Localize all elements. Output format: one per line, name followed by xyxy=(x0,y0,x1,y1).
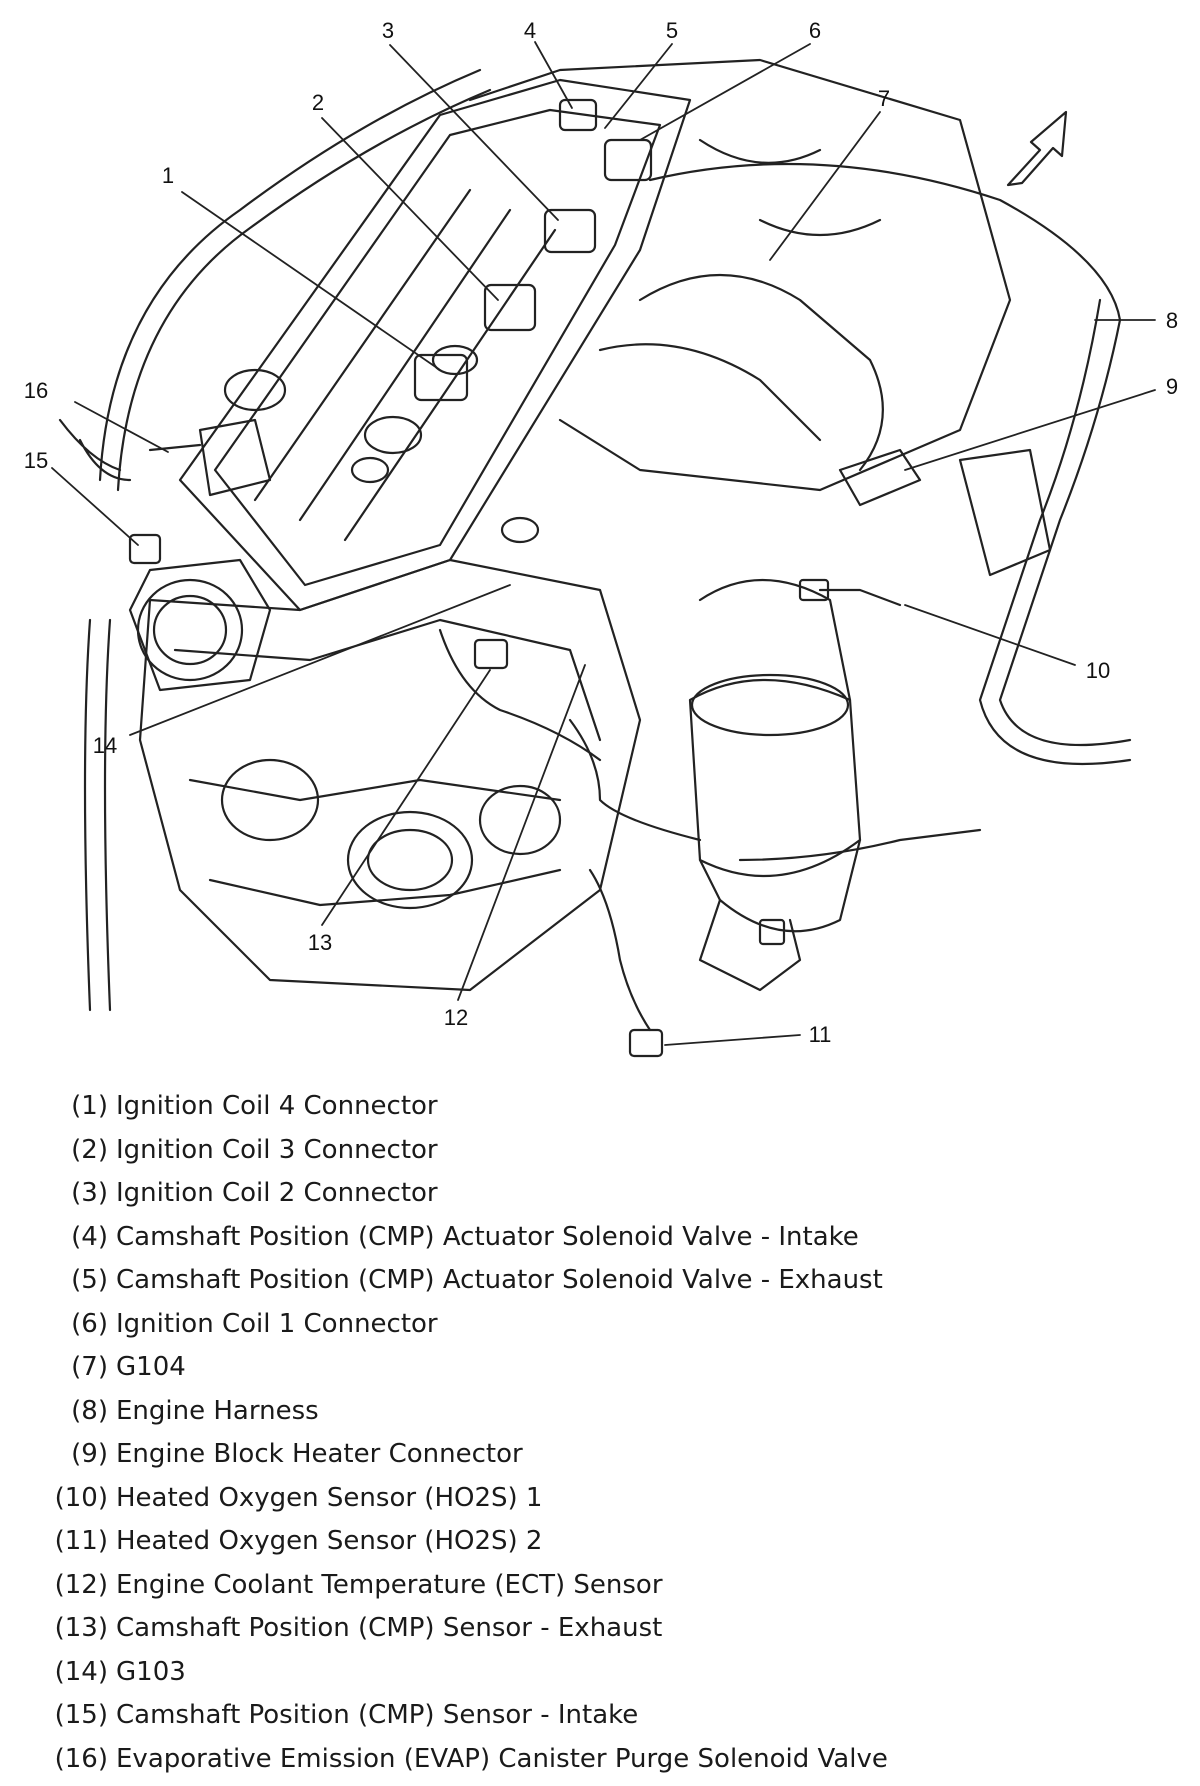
legend-item: (2) Ignition Coil 3 Connector xyxy=(40,1129,1160,1173)
callout-1: 1 xyxy=(162,163,174,188)
leader-line-6 xyxy=(639,43,811,141)
callout-2: 2 xyxy=(312,90,324,115)
legend-label: Ignition Coil 2 Connector xyxy=(116,1178,438,1208)
legend-item: (1) Ignition Coil 4 Connector xyxy=(40,1085,1160,1129)
leader-line-3 xyxy=(389,44,559,221)
leader-line-4 xyxy=(534,41,573,109)
callout-7: 7 xyxy=(878,86,890,111)
legend-number: (15) xyxy=(54,1700,108,1730)
legend-number: (14) xyxy=(54,1656,108,1687)
leader-line-9 xyxy=(904,389,1156,471)
legend-label: Camshaft Position (CMP) Actuator Solenoi… xyxy=(116,1221,859,1252)
callout-9: 9 xyxy=(1166,374,1178,399)
legend-item: (8) Engine Harness xyxy=(40,1390,1160,1434)
callout-11: 11 xyxy=(809,1022,832,1047)
legend-label: Camshaft Position (CMP) Sensor - Exhaust xyxy=(116,1613,663,1643)
leader-line-12 xyxy=(457,664,586,1001)
callout-6: 6 xyxy=(809,18,821,43)
component-legend: (1) Ignition Coil 4 Connector (2) Ignition… xyxy=(40,1085,1160,1781)
legend-label: Ignition Coil 4 Connector xyxy=(116,1091,438,1121)
callout-3: 3 xyxy=(382,18,394,43)
legend-number: (13) xyxy=(54,1613,108,1643)
callout-15: 15 xyxy=(24,448,48,473)
leader-line-16 xyxy=(74,401,169,453)
legend-number: (4) xyxy=(71,1221,108,1252)
legend-item: (14) G103 xyxy=(40,1651,1160,1695)
leader-line-1 xyxy=(181,191,441,371)
legend-item: (13) Camshaft Position (CMP) Sensor - Exh… xyxy=(40,1607,1160,1651)
legend-number: (9) xyxy=(71,1439,108,1469)
legend-label: Ignition Coil 3 Connector xyxy=(116,1134,438,1165)
legend-item: (5) Camshaft Position (CMP) Actuator Sole… xyxy=(40,1259,1160,1303)
callout-10: 10 xyxy=(1086,658,1110,683)
leader-line-10 xyxy=(904,604,1076,666)
legend-number: (5) xyxy=(71,1265,108,1295)
legend-number: (2) xyxy=(71,1134,108,1165)
callout-12: 12 xyxy=(444,1005,468,1030)
legend-label: Heated Oxygen Sensor (HO2S) 1 xyxy=(116,1482,543,1513)
legend-item: (4) Camshaft Position (CMP) Actuator Sole… xyxy=(40,1216,1160,1260)
legend-item: (12) Engine Coolant Temperature (ECT) Sen… xyxy=(40,1564,1160,1608)
legend-label: Engine Harness xyxy=(116,1395,319,1426)
legend-number: (12) xyxy=(54,1569,108,1600)
legend-number: (1) xyxy=(71,1091,108,1121)
legend-label: Camshaft Position (CMP) Sensor - Intake xyxy=(116,1700,639,1730)
legend-item: (9) Engine Block Heater Connector xyxy=(40,1433,1160,1477)
legend-number: (10) xyxy=(54,1482,108,1513)
callout-16: 16 xyxy=(24,378,48,403)
callout-8: 8 xyxy=(1166,308,1178,333)
leader-line-2 xyxy=(321,117,499,301)
callout-4: 4 xyxy=(524,18,536,43)
legend-label: Ignition Coil 1 Connector xyxy=(116,1308,438,1339)
legend-item: (16) Evaporative Emission (EVAP) Canister… xyxy=(40,1738,1160,1782)
legend-item: (15) Camshaft Position (CMP) Sensor - Int… xyxy=(40,1694,1160,1738)
legend-label: G104 xyxy=(116,1352,186,1382)
direction-arrow-icon xyxy=(1006,110,1068,187)
leader-line-5 xyxy=(604,43,673,129)
legend-label: Engine Coolant Temperature (ECT) Sensor xyxy=(116,1569,663,1600)
legend-item: (10) Heated Oxygen Sensor (HO2S) 1 xyxy=(40,1477,1160,1521)
legend-number: (11) xyxy=(54,1526,108,1556)
legend-label: Heated Oxygen Sensor (HO2S) 2 xyxy=(116,1526,543,1556)
leader-line-11 xyxy=(664,1034,801,1046)
callout-13: 13 xyxy=(308,930,332,955)
legend-label: Engine Block Heater Connector xyxy=(116,1439,523,1469)
callout-14: 14 xyxy=(93,733,117,758)
legend-item: (11) Heated Oxygen Sensor (HO2S) 2 xyxy=(40,1520,1160,1564)
legend-item: (7) G104 xyxy=(40,1346,1160,1390)
leader-line-7 xyxy=(769,111,881,261)
leader-line-14 xyxy=(129,584,511,736)
legend-number: (3) xyxy=(71,1178,108,1208)
leader-line-13 xyxy=(321,669,491,926)
leader-line-15 xyxy=(51,467,139,546)
legend-item: (3) Ignition Coil 2 Connector xyxy=(40,1172,1160,1216)
legend-number: (7) xyxy=(71,1352,108,1382)
legend-label: G103 xyxy=(116,1656,186,1687)
callout-5: 5 xyxy=(666,18,678,43)
engine-assembly-drawing xyxy=(58,58,1132,1058)
engine-diagram: 1 2 3 4 5 6 7 8 9 10 11 12 13 14 15 16 xyxy=(24,18,1178,1058)
legend-number: (6) xyxy=(71,1308,108,1339)
legend-number: (16) xyxy=(54,1743,108,1774)
legend-number: (8) xyxy=(71,1395,108,1426)
legend-label: Evaporative Emission (EVAP) Canister Pur… xyxy=(116,1743,888,1774)
legend-label: Camshaft Position (CMP) Actuator Solenoi… xyxy=(116,1265,883,1295)
legend-item: (6) Ignition Coil 1 Connector xyxy=(40,1303,1160,1347)
